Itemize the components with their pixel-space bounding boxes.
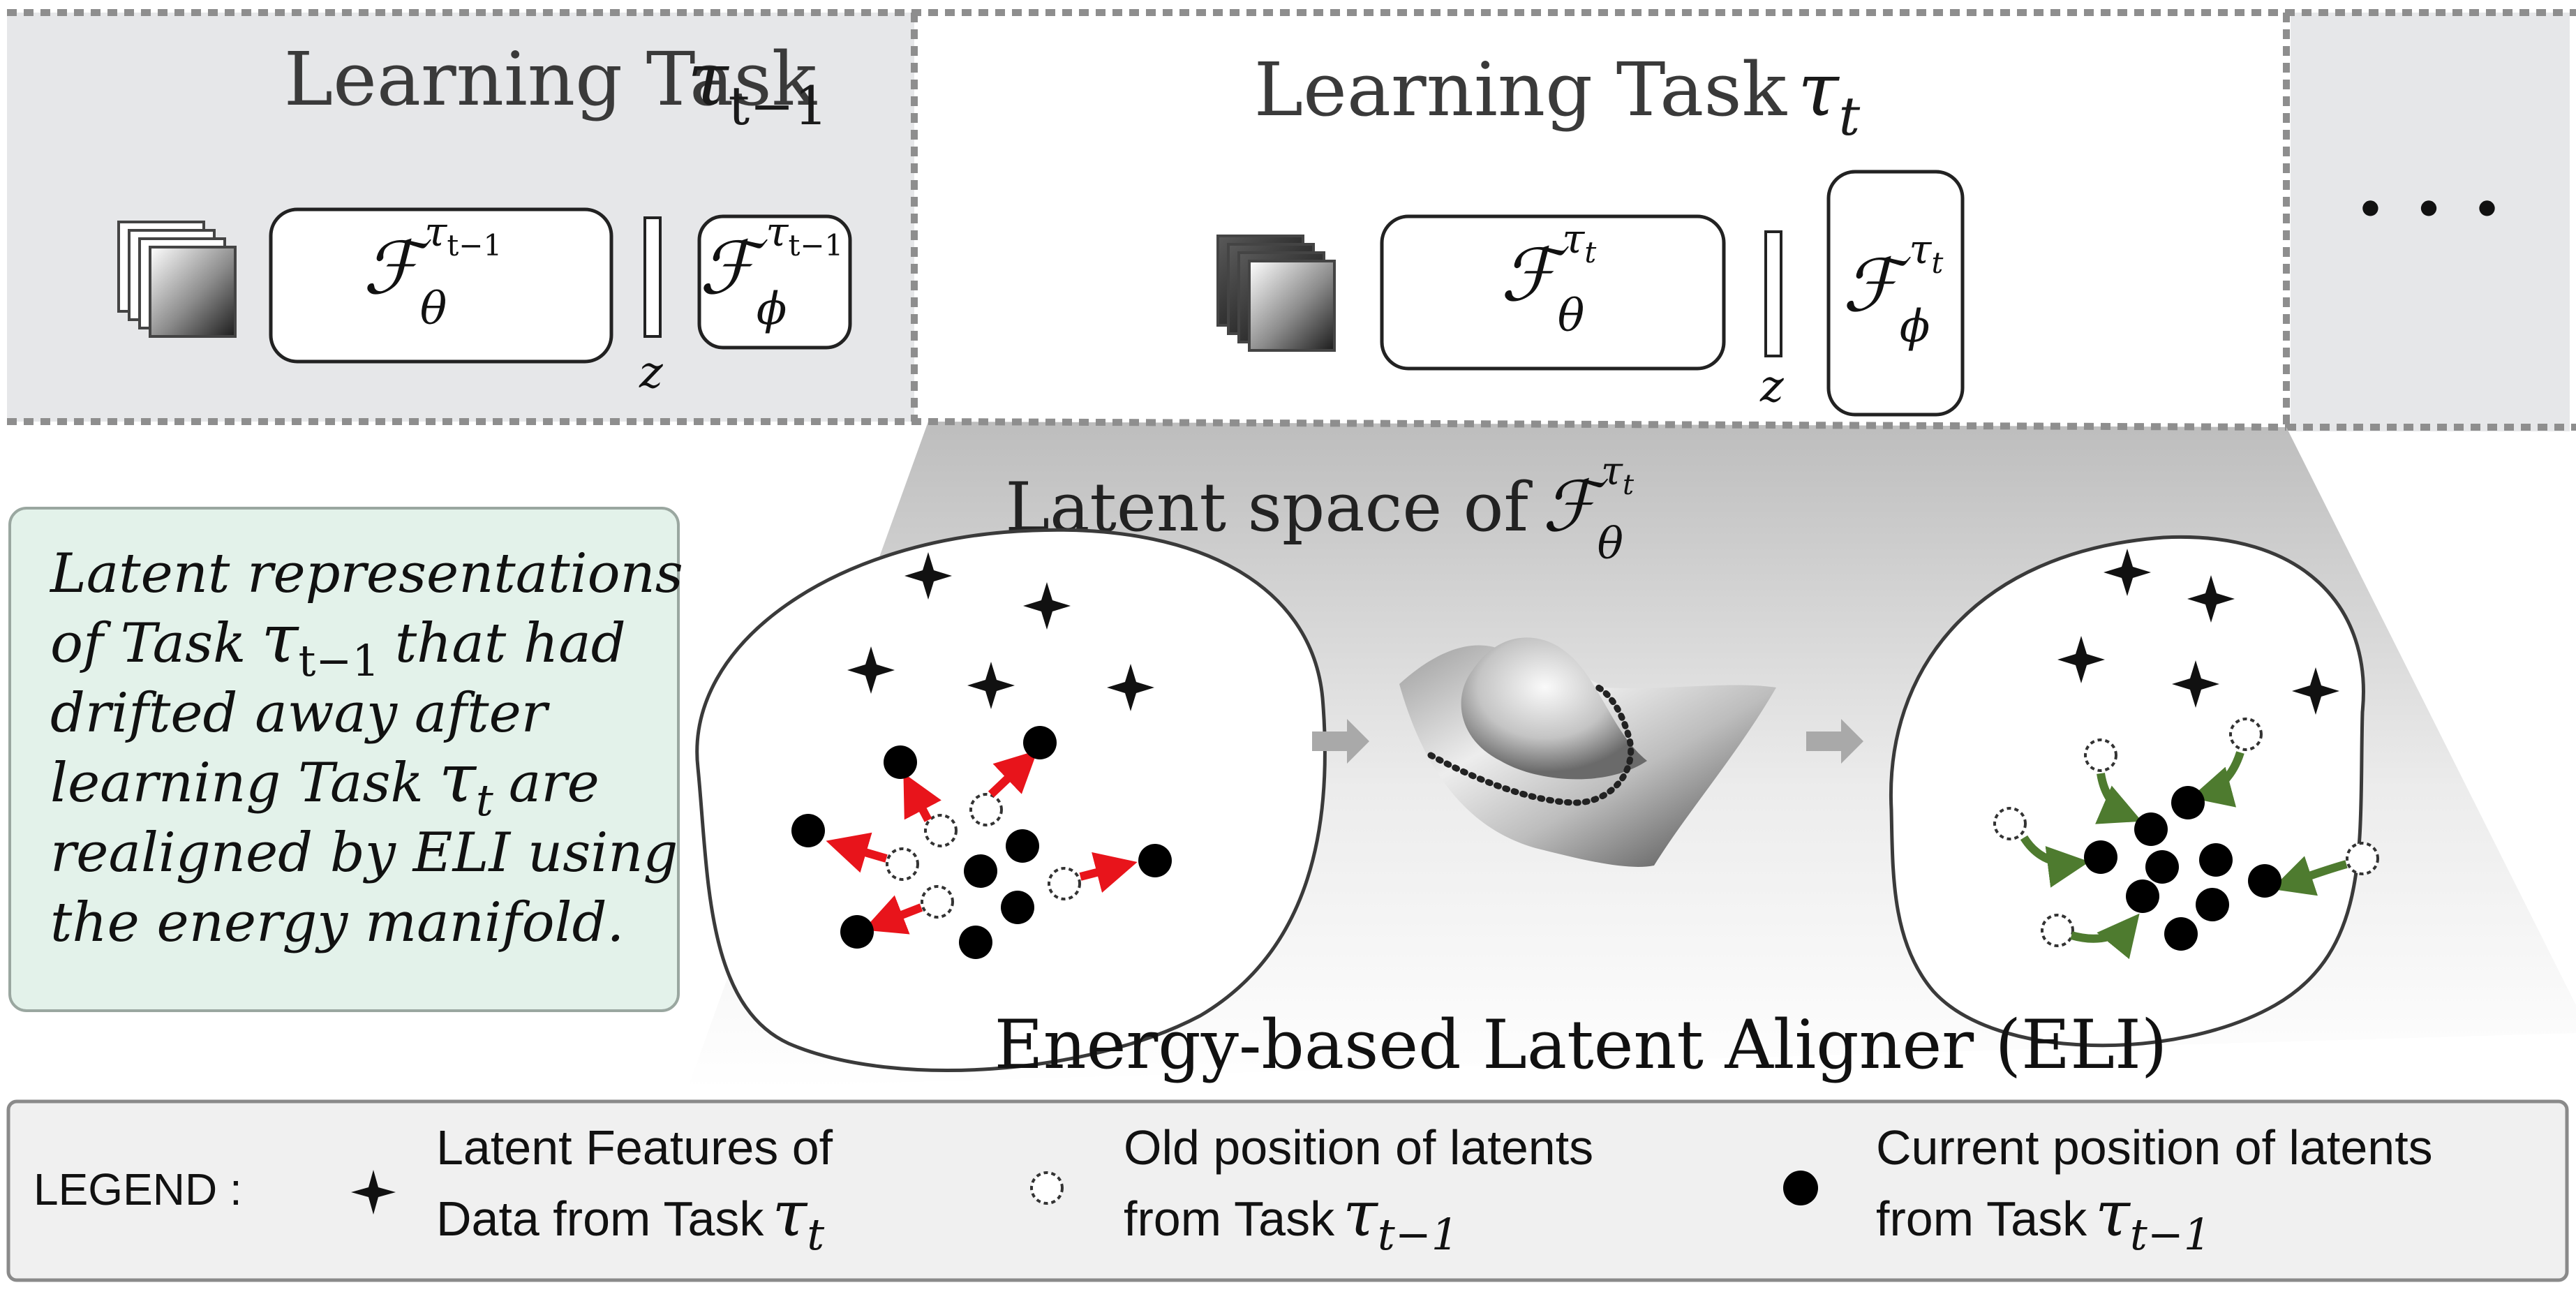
latent-label-prev: z xyxy=(639,347,664,399)
explanation-note xyxy=(8,507,680,1012)
latent-space-before xyxy=(695,528,1327,1072)
head-prev-sup-sub: t−1 xyxy=(788,228,843,262)
task-prev-subscript: t−1 xyxy=(729,75,828,137)
task-dividers xyxy=(7,9,2576,431)
aligner-title: Energy-based Latent Aligner (ELI) xyxy=(995,1006,2168,1084)
head-curr-box xyxy=(1826,170,1965,417)
svg-text:Latent representations: Latent representations xyxy=(49,542,683,605)
flow-arrow-1 xyxy=(1312,719,1369,764)
task-next-panel xyxy=(2291,13,2570,431)
legend-item-1-line1: Latent Features of xyxy=(436,1120,833,1175)
task-curr-symbol: τ xyxy=(1798,47,1840,133)
legend-title: LEGEND : xyxy=(33,1164,242,1215)
encoder-prev-sub: θ xyxy=(420,283,447,335)
legend-item-1-sub: t xyxy=(807,1209,824,1260)
flow-arrow-2 xyxy=(1806,719,1863,764)
svg-text:ℱθτt−1: ℱθτt−1 xyxy=(363,208,502,335)
head-curr-sub: ϕ xyxy=(1900,301,1930,352)
encoder-curr-sup-sub: t xyxy=(1584,235,1596,269)
legend-item-3-sym: τ xyxy=(2095,1178,2131,1251)
legend-item-3-sub: t−1 xyxy=(2130,1209,2211,1260)
drift-arrows xyxy=(826,750,1138,935)
latent-label-curr: z xyxy=(1759,361,1785,413)
encoder-prev-sup-sub: t−1 xyxy=(447,228,502,262)
stars-before xyxy=(847,552,1154,711)
encoder-curr-box xyxy=(1380,214,1726,371)
encoder-curr-sup: τ xyxy=(1562,215,1585,262)
svg-text:ℱθτt: ℱθτt xyxy=(1501,215,1596,342)
head-prev-sub: ϕ xyxy=(757,283,787,335)
legend-item-1-line2: Data from Task xyxy=(436,1191,764,1246)
latent-space-math-sup-sub: t xyxy=(1623,469,1635,501)
current-positions-before xyxy=(791,726,1172,959)
legend-star-icon xyxy=(351,1170,396,1215)
energy-manifold xyxy=(1399,637,1776,867)
encoder-curr-base: ℱ xyxy=(1501,232,1569,318)
legend-old-position-icon xyxy=(1030,1171,1064,1205)
latent-vector-curr xyxy=(1764,230,1782,357)
head-curr-sup: τ xyxy=(1909,225,1932,273)
head-prev-sup: τ xyxy=(766,208,789,255)
more-tasks-ellipsis: · · · xyxy=(2356,159,2502,258)
svg-text:τt: τt xyxy=(1798,47,1861,147)
legend-current-position-icon xyxy=(1783,1171,1818,1205)
svg-text:ℱϕτt: ℱϕτt xyxy=(1842,225,1943,352)
legend-item-2-sym: τ xyxy=(1343,1178,1378,1251)
legend-item-3-line2: from Task xyxy=(1876,1191,2087,1246)
svg-text:the energy manifold.: the energy manifold. xyxy=(50,891,624,954)
task-prev-symbol: τ xyxy=(687,36,730,122)
old-positions-after xyxy=(1993,718,2379,947)
latent-space-math-sub: θ xyxy=(1598,518,1623,569)
encoder-curr-sub: θ xyxy=(1558,290,1585,342)
old-positions-before xyxy=(886,793,1081,919)
svg-text:drifted away after: drifted away after xyxy=(50,682,551,745)
svg-text:realigned by ELI using: realigned by ELI using xyxy=(50,822,678,884)
svg-text:Learning Task: Learning Task xyxy=(1254,47,1787,133)
head-curr-sup-sub: t xyxy=(1931,246,1943,280)
task-prev-label: Learning Task xyxy=(284,36,817,122)
legend-item-2-line2: from Task xyxy=(1124,1191,1335,1246)
alignment-arrows xyxy=(2020,751,2348,960)
head-prev-box xyxy=(697,214,852,350)
svg-text:τt−1: τt−1 xyxy=(687,36,828,137)
task-curr-subscript: t xyxy=(1839,85,1861,147)
svg-text:Learning Task: Learning Task xyxy=(284,36,817,122)
encoder-prev-sup: τ xyxy=(424,208,447,255)
input-images-curr xyxy=(1216,235,1336,352)
stars-after xyxy=(2057,549,2339,715)
latent-vector-prev xyxy=(643,216,662,338)
legend-item-3-line1: Current position of latents xyxy=(1876,1120,2433,1175)
legend-item-1-sym: τ xyxy=(772,1178,807,1251)
legend-item-2-line1: Old position of latents xyxy=(1124,1120,1593,1175)
head-prev-base: ℱ xyxy=(699,225,768,311)
svg-text:ℱϕτt−1: ℱϕτt−1 xyxy=(699,208,843,335)
task-curr-label: Learning Task xyxy=(1254,47,1787,133)
input-images-prev xyxy=(117,221,237,338)
legend-box xyxy=(6,1099,2569,1282)
legend-item-2-sub: t−1 xyxy=(1378,1209,1459,1260)
encoder-prev-box xyxy=(269,207,613,364)
latent-space-math-sup: τ xyxy=(1601,449,1623,494)
current-positions-after xyxy=(2084,786,2281,951)
head-curr-base: ℱ xyxy=(1842,243,1911,328)
encoder-prev-base: ℱ xyxy=(363,225,431,311)
